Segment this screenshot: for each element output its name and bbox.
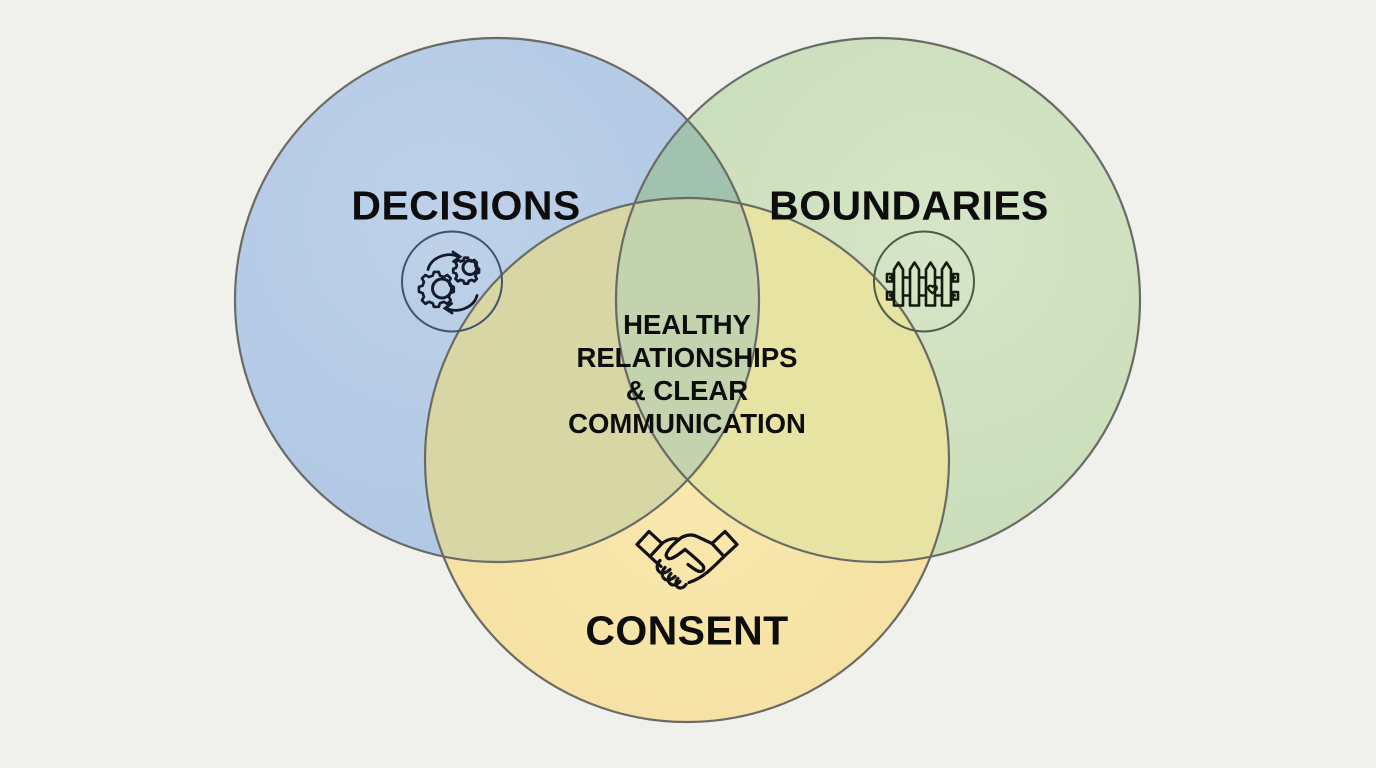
circle-outlines <box>233 36 1142 724</box>
outline-decisions <box>233 36 761 564</box>
overlap-all-three <box>616 198 759 562</box>
gears-icon <box>400 230 504 339</box>
fence-icon <box>872 230 976 339</box>
outline-consent <box>423 196 951 724</box>
handshake-icon <box>631 523 743 598</box>
outline-boundaries <box>614 36 1142 564</box>
